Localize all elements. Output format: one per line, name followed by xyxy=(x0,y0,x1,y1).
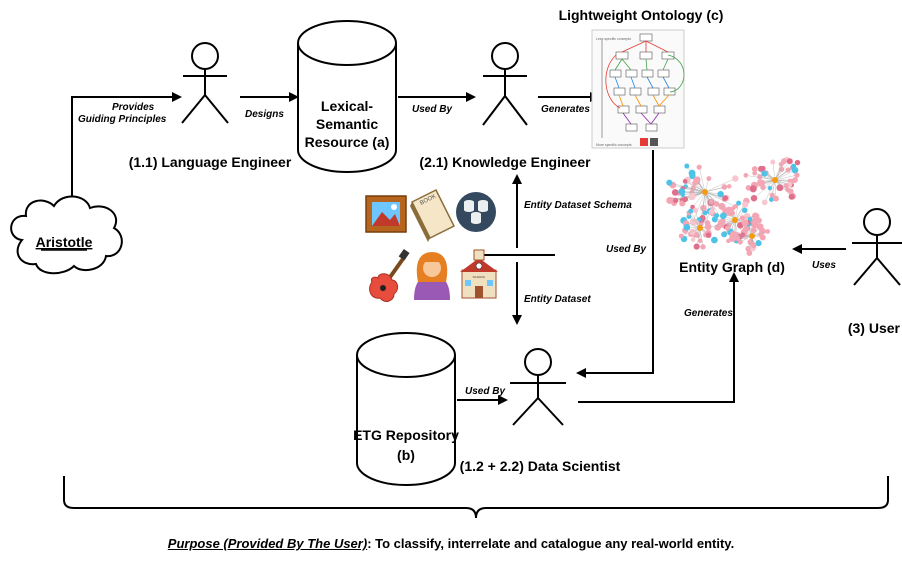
svg-text:Guiding Principles: Guiding Principles xyxy=(78,114,167,125)
knowledge-engineer-actor xyxy=(483,43,527,125)
aristotle-label: Aristotle xyxy=(36,234,93,250)
purpose-brace xyxy=(64,476,888,518)
edge-generates-ontology: Generates xyxy=(538,97,598,115)
etg-repository-cylinder: ETG Repository (b) xyxy=(353,333,459,485)
data-scientist-actor xyxy=(510,349,566,425)
user-label: (3) User xyxy=(848,320,901,336)
edge-dataset: Entity Dataset xyxy=(517,262,591,323)
svg-text:SCHOOL: SCHOOL xyxy=(473,275,486,279)
user-actor xyxy=(852,209,902,285)
svg-text:Semantic: Semantic xyxy=(316,116,378,132)
school-icon: SCHOOL xyxy=(460,250,498,298)
lightweight-ontology-figure: Less specific concepts More specific con… xyxy=(592,30,684,148)
svg-text:Provides: Provides xyxy=(112,102,155,113)
edge-provides-guiding-principles: Provides Guiding Principles xyxy=(72,97,180,205)
edge-used-by-resource: Used By xyxy=(398,97,474,115)
edge-uses: Uses xyxy=(794,249,846,271)
edge-designs: Designs xyxy=(240,97,297,120)
language-engineer-label: (1.1) Language Engineer xyxy=(129,154,292,170)
svg-text:Entity Dataset: Entity Dataset xyxy=(524,294,591,305)
svg-text:(b): (b) xyxy=(397,447,415,463)
purpose-label: Purpose (Provided By The User) xyxy=(168,536,367,551)
edge-dataset-schema: Entity Dataset Schema xyxy=(517,176,632,248)
svg-text:Resource (a): Resource (a) xyxy=(305,134,390,150)
database-icon xyxy=(456,192,496,232)
picture-icon xyxy=(366,196,406,232)
svg-text:Used By: Used By xyxy=(412,104,452,115)
edge-used-by-ontology: Used By xyxy=(578,150,653,373)
aristotle-cloud: Aristotle xyxy=(11,196,122,273)
svg-text:ETG Repository: ETG Repository xyxy=(353,427,459,443)
purpose-statement: Purpose (Provided By The User): To class… xyxy=(0,536,902,551)
svg-text:Used By: Used By xyxy=(465,386,505,397)
svg-text:Generates: Generates xyxy=(541,104,590,115)
svg-text:Less specific concepts: Less specific concepts xyxy=(596,37,631,41)
knowledge-engineer-label: (2.1) Knowledge Engineer xyxy=(419,154,591,170)
svg-text:Generates: Generates xyxy=(684,308,733,319)
entity-graph-label: Entity Graph (d) xyxy=(679,259,785,275)
svg-text:Designs: Designs xyxy=(245,109,284,120)
svg-text:Lexical-: Lexical- xyxy=(321,98,373,114)
edge-generates-graph: Generates xyxy=(578,274,734,402)
purpose-text: : To classify, interrelate and catalogue… xyxy=(367,536,734,551)
data-scientist-label: (1.2 + 2.2) Data Scientist xyxy=(460,458,621,474)
svg-text:More specific concepts: More specific concepts xyxy=(596,143,632,147)
person-icon xyxy=(414,252,450,300)
book-icon: BOOK xyxy=(410,190,454,242)
lexical-semantic-resource-cylinder: Lexical- Semantic Resource (a) xyxy=(298,21,396,172)
language-engineer-actor xyxy=(182,43,228,123)
svg-text:Entity Dataset Schema: Entity Dataset Schema xyxy=(524,200,632,211)
svg-text:Uses: Uses xyxy=(812,260,836,271)
entity-graph-figure xyxy=(666,157,800,256)
svg-text:Used By: Used By xyxy=(606,244,646,255)
guitar-icon xyxy=(370,249,410,301)
ontology-title: Lightweight Ontology (c) xyxy=(559,7,724,23)
edge-used-by-repository: Used By xyxy=(457,386,506,400)
